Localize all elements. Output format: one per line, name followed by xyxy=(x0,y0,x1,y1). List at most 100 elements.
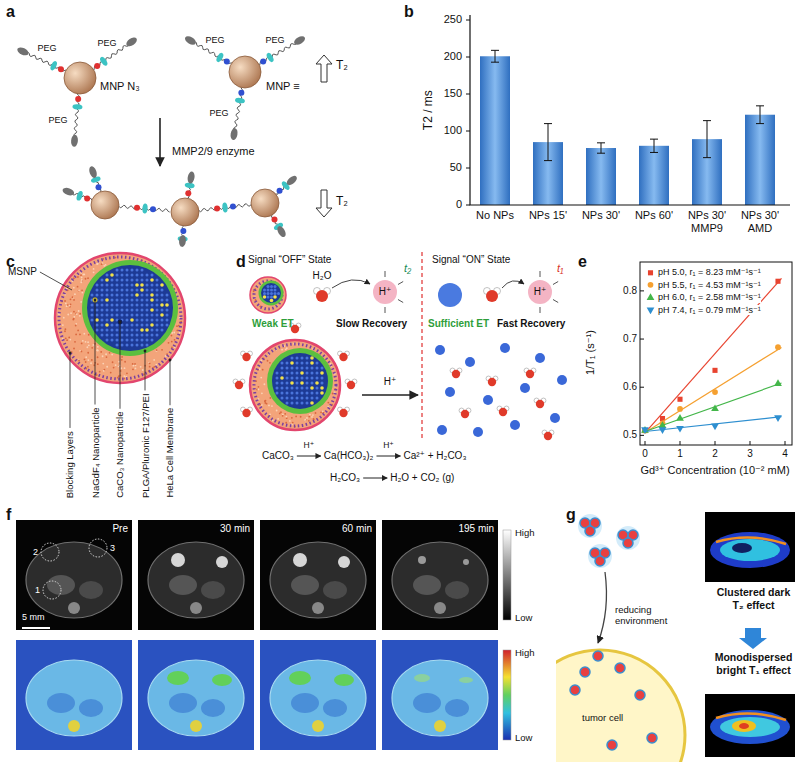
part-label: MSNP xyxy=(8,266,37,278)
oxygen-atom xyxy=(488,378,496,386)
relaxation-label: t₂ xyxy=(404,262,411,275)
pore-dot xyxy=(78,310,80,312)
caco3-dot xyxy=(111,284,114,287)
caco3-dot xyxy=(141,269,144,272)
caco3-dot xyxy=(146,309,149,312)
error-cap xyxy=(650,139,658,140)
tick-label: 200 xyxy=(444,50,462,63)
click-group xyxy=(277,188,283,194)
pore-dot xyxy=(124,361,126,363)
pore-dot xyxy=(86,346,88,348)
spine xyxy=(434,602,446,614)
caco3-dot xyxy=(101,289,104,292)
pore-dot xyxy=(308,420,310,422)
particle-name: MNP N₃ xyxy=(100,80,140,93)
error-cap xyxy=(597,153,605,154)
tumor-outline xyxy=(43,581,61,599)
cluster-halo xyxy=(588,544,612,568)
peg-chain xyxy=(28,52,66,71)
pore-dot xyxy=(72,296,74,298)
error-bar xyxy=(760,106,761,124)
peg-end xyxy=(71,134,79,147)
error-cap xyxy=(544,123,552,124)
pore-dot xyxy=(149,362,151,364)
pore-dot xyxy=(126,372,128,374)
caco3-dot xyxy=(276,387,279,390)
caco3-dot xyxy=(296,357,299,360)
caco3-dot xyxy=(146,289,149,292)
pore-dot xyxy=(64,300,66,302)
colorbar-label: High xyxy=(515,527,535,538)
caco3-dot xyxy=(106,289,109,292)
caco3-dot xyxy=(301,397,304,400)
caco3-dot xyxy=(141,334,144,337)
caco3-dot xyxy=(136,299,139,302)
relaxation-label: t₁ xyxy=(557,262,564,275)
caco3-dot xyxy=(311,397,314,400)
scale-bar xyxy=(22,627,50,629)
spine xyxy=(68,720,80,732)
organ xyxy=(47,693,75,713)
pore-dot xyxy=(85,361,87,363)
pore-dot xyxy=(85,341,87,343)
caco3-dot xyxy=(131,269,134,272)
category-label: No NPs xyxy=(469,209,521,222)
magnetic-nanoparticle xyxy=(171,198,199,226)
proton-label: H⁺ xyxy=(534,286,547,298)
caco3-dot xyxy=(101,279,104,282)
caco3-dot xyxy=(301,402,304,405)
nanoparticle xyxy=(595,556,605,566)
linker-group xyxy=(49,60,58,71)
caco3-dot xyxy=(106,284,109,287)
legend-marker xyxy=(648,270,653,275)
caco3-dot xyxy=(131,294,134,297)
click-group xyxy=(224,59,230,65)
caco3-dot xyxy=(141,324,144,327)
linker-group xyxy=(265,52,275,63)
part-label: Blocking Layers xyxy=(64,431,75,498)
click-group xyxy=(58,66,64,72)
pore-dot xyxy=(77,329,79,331)
caco3-dot xyxy=(263,289,266,292)
caco3-dot xyxy=(316,387,319,390)
nanoparticle xyxy=(570,685,580,695)
nagdf4-dot xyxy=(135,283,139,287)
click-group xyxy=(94,63,100,69)
leader-dot xyxy=(169,359,172,362)
nagdf4-dot xyxy=(300,371,304,375)
pore-dot xyxy=(121,356,123,358)
error-bar xyxy=(601,143,602,153)
caco3-dot xyxy=(316,397,319,400)
tumor-outline xyxy=(89,539,107,557)
category-label: NPs 30' MMP9 xyxy=(681,209,733,235)
released-nanoparticle xyxy=(550,413,560,423)
pore-dot xyxy=(97,350,99,352)
caco3-dot xyxy=(111,324,114,327)
pore-dot xyxy=(66,339,68,341)
leader-line xyxy=(120,322,121,409)
released-nanoparticle xyxy=(438,283,462,307)
error-bar xyxy=(548,124,549,161)
nagdf4-dot xyxy=(140,328,144,332)
nagdf4-dot xyxy=(150,293,154,297)
pore-dot xyxy=(121,359,123,361)
fit-line xyxy=(645,278,782,433)
proton-label: H⁺ xyxy=(384,376,397,388)
mri-image xyxy=(260,520,376,630)
pore-dot xyxy=(64,330,66,332)
tumor-outline xyxy=(41,543,59,561)
caco3-dot xyxy=(146,324,149,327)
caco3-dot xyxy=(156,329,159,332)
peg-chain xyxy=(94,46,128,70)
caco3-dot xyxy=(121,279,124,282)
nagdf4-dot xyxy=(160,303,164,307)
caco3-dot xyxy=(96,324,99,327)
caco3-dot xyxy=(146,294,149,297)
caco3-dot xyxy=(156,314,159,317)
peg-end xyxy=(293,35,307,47)
linker-group xyxy=(222,202,228,213)
pore-dot xyxy=(73,318,75,320)
caco3-dot xyxy=(270,296,273,299)
caco3-dot xyxy=(116,344,119,347)
